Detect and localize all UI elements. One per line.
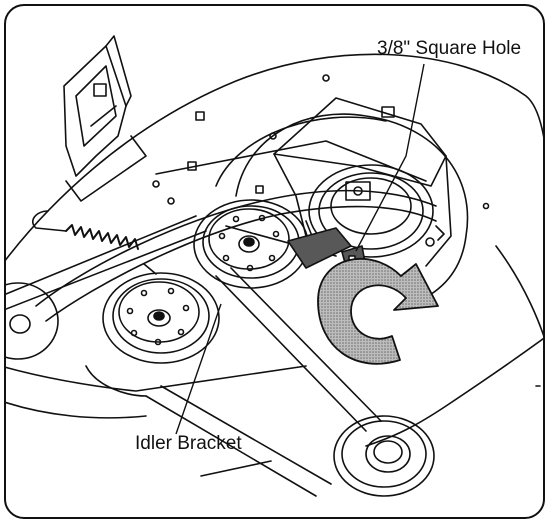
tension-spring	[32, 210, 67, 232]
mower-deck-illustration	[6, 35, 543, 497]
idler-bracket-label: Idler Bracket	[135, 433, 242, 454]
leader-idler-bracket	[175, 303, 222, 435]
diagram-frame: 3/8" Square Hole Idler Bracket	[4, 4, 545, 519]
drive-belt-lower	[145, 395, 317, 497]
spindle-shield	[273, 97, 447, 187]
square-hole-label: 3/8" Square Hole	[377, 38, 522, 59]
deck-lower-edge	[6, 365, 307, 392]
deck-shell	[6, 53, 543, 261]
leader-square-hole	[355, 63, 425, 252]
curved-arrow-icon	[317, 258, 439, 365]
idler-pulley-lower	[102, 272, 220, 364]
idler-bracket-arm	[287, 227, 352, 269]
spindle-pulley-lower	[333, 415, 435, 497]
idler-pulley-upper	[193, 199, 309, 289]
drive-belt-upper	[35, 189, 437, 307]
hitch-bracket	[63, 45, 127, 177]
deck-rim-right	[365, 337, 543, 447]
